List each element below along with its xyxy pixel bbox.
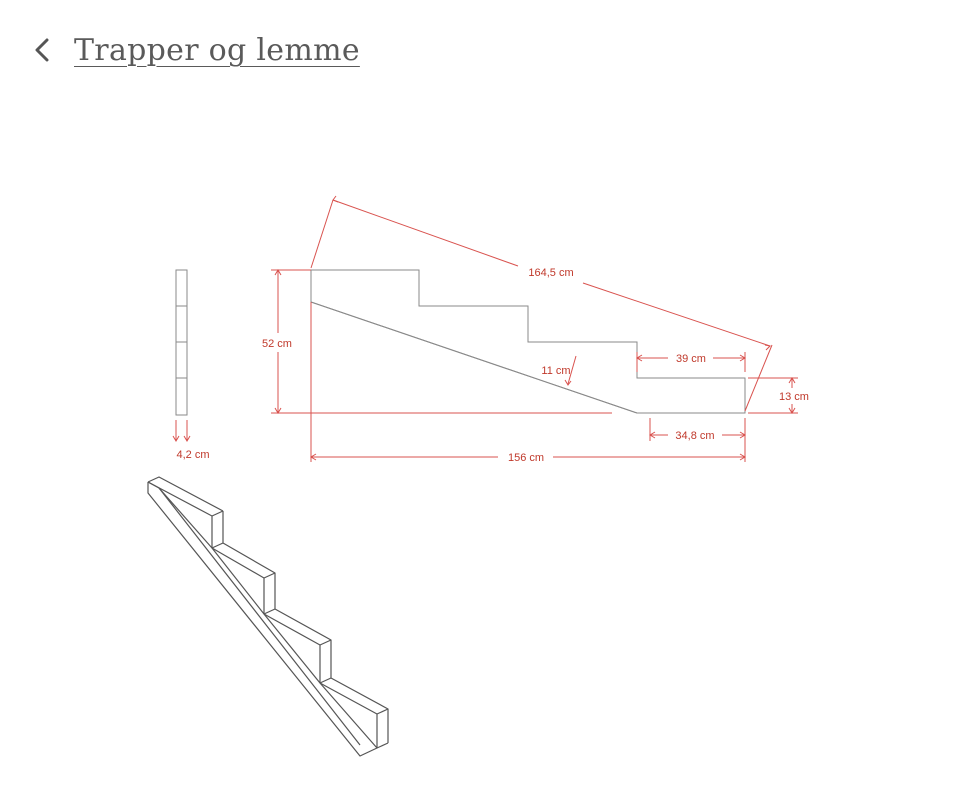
stringer-side-view: [175, 269, 188, 416]
dim-diagonal: 164,5 cm: [528, 267, 573, 279]
dimension-labels: 164,5 cm 52 cm 4,2 cm 39 cm 11 cm 13 cm …: [176, 267, 808, 464]
back-link-label: Trapper og lemme: [74, 32, 360, 68]
back-link[interactable]: Trapper og lemme: [32, 28, 360, 72]
dimension-lines: [271, 195, 798, 462]
stringer-3d-view: [147, 476, 389, 757]
stringer-profile: [310, 269, 746, 414]
thickness-dimension: [172, 420, 191, 442]
dim-bottom-cut: 34,8 cm: [675, 430, 714, 442]
dim-riser: 13 cm: [779, 391, 809, 403]
dim-height: 52 cm: [262, 338, 292, 350]
dim-total-length: 156 cm: [508, 452, 544, 464]
dim-thickness: 4,2 cm: [176, 449, 209, 461]
chevron-left-icon: [32, 38, 52, 62]
dim-stringer-depth: 11 cm: [541, 365, 570, 377]
dim-tread: 39 cm: [676, 353, 706, 365]
